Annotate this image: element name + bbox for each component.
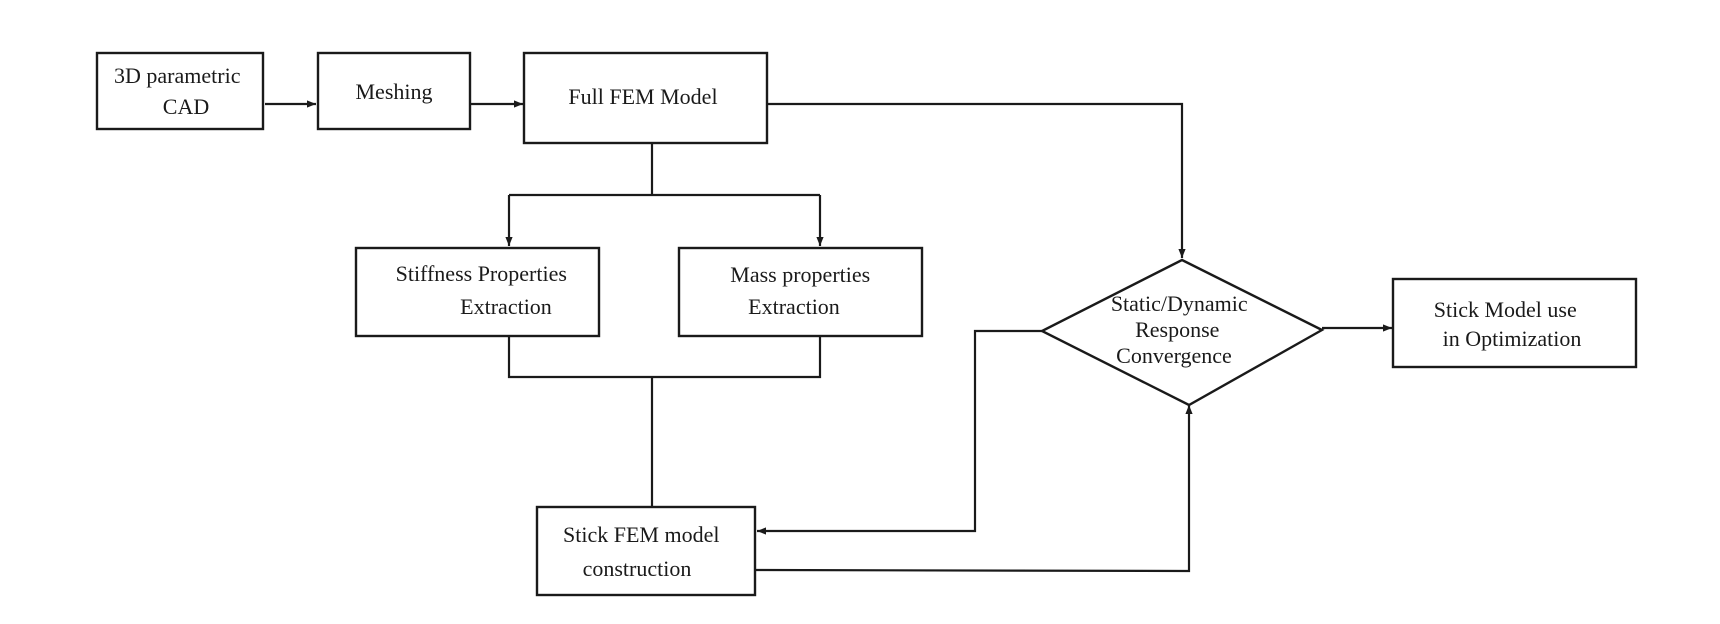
node-mass: Mass properties Extraction [677, 246, 924, 338]
svg-text:Stiffness Properties Ext: Stiffness Properties Extraction [396, 261, 573, 319]
svg-text:Static/Dynamic Response: Static/Dynamic Response Convergence [1111, 291, 1253, 368]
node-full-fem-line-1: Full FEM Model [568, 84, 717, 109]
edge-extraction-merge [507, 337, 822, 506]
svg-text:Mass properties Extracti: Mass properties Extraction [730, 262, 875, 319]
svg-text:Meshing: Meshing [356, 79, 433, 104]
edge-full-fem-to-convergence [767, 102, 1186, 258]
node-convergence-line-2: Response [1135, 317, 1219, 342]
node-cad-line-1: 3D parametric [114, 63, 241, 88]
node-stick-fem-line-1: Stick FEM model [563, 522, 719, 547]
node-mass-line-1: Mass properties [730, 262, 870, 287]
svg-text:Stick Model use in Optim: Stick Model use in Optimization [1434, 297, 1583, 351]
node-stiffness-line-2: Extraction [460, 294, 552, 319]
node-meshing-line-1: Meshing [356, 79, 433, 104]
node-meshing: Meshing [316, 51, 472, 131]
svg-text:3D parametric CAD: 3D parametric CAD [114, 63, 246, 119]
node-convergence-line-3: Convergence [1116, 343, 1232, 368]
node-convergence: Static/Dynamic Response Convergence [1039, 258, 1325, 407]
node-optimization: Stick Model use in Optimization [1391, 277, 1638, 369]
node-convergence-line-1: Static/Dynamic [1111, 291, 1248, 316]
svg-text:Stick FEM model construc: Stick FEM model construction [563, 522, 725, 581]
node-stick-fem-line-2: construction [583, 556, 692, 581]
edge-stick-fem-to-convergence [754, 405, 1193, 573]
node-stick-fem: Stick FEM model construction [535, 505, 757, 597]
node-full-fem: Full FEM Model [522, 51, 769, 145]
node-cad-line-2: CAD [163, 94, 209, 119]
edge-convergence-to-stick-fem [757, 329, 1042, 535]
edges [265, 100, 1392, 573]
edge-full-fem-split [509, 143, 820, 197]
node-stiffness-line-1: Stiffness Properties [396, 261, 567, 286]
node-stiffness: Stiffness Properties Extraction [354, 246, 601, 338]
node-optimization-line-2: in Optimization [1443, 326, 1582, 351]
svg-text:Full FEM Model: Full FEM Model [568, 84, 717, 109]
node-mass-line-2: Extraction [748, 294, 840, 319]
node-cad: 3D parametric CAD [95, 51, 265, 131]
node-optimization-line-1: Stick Model use [1434, 297, 1577, 322]
